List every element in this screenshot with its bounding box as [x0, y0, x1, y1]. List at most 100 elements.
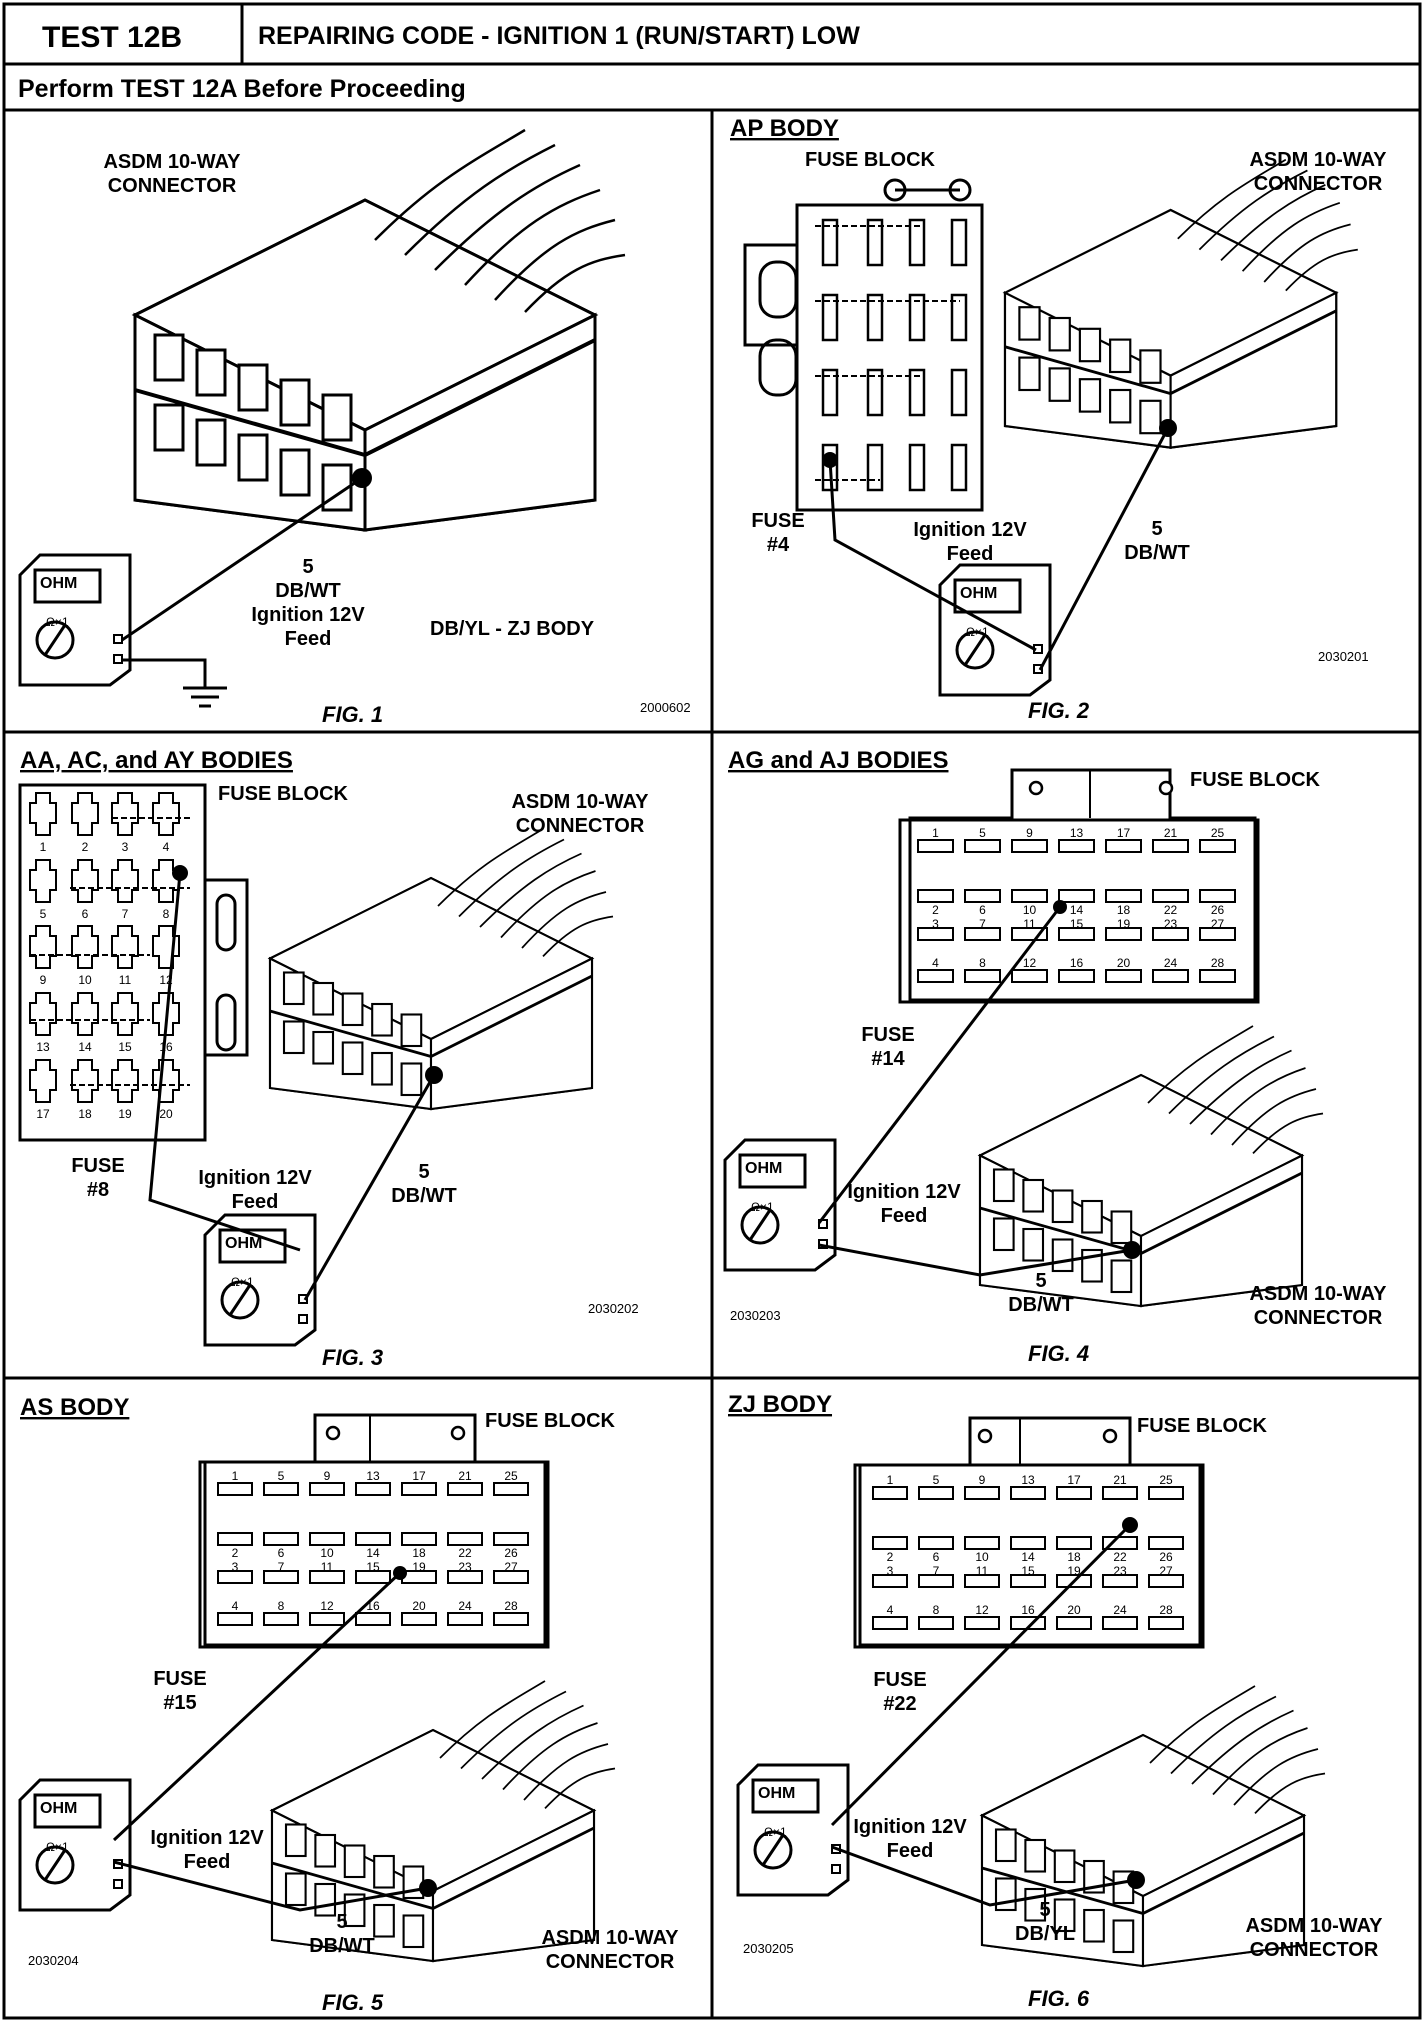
fig-caption: FIG. 6: [1028, 1986, 1090, 2011]
fuse-slot: [917, 927, 954, 941]
wire-color: DB/WT: [275, 580, 341, 602]
page-subtitle: Perform TEST 12A Before Proceeding: [18, 75, 466, 103]
fuse-number: 7: [122, 907, 129, 921]
fuse-slot: [1102, 1486, 1138, 1500]
feed-label-line2: Feed: [887, 1840, 934, 1862]
feed-label-line2: Feed: [184, 1851, 231, 1873]
pin-number: 5: [1039, 1899, 1050, 1921]
test-id: TEST 12B: [42, 21, 182, 54]
fuse-number: 2: [887, 1550, 894, 1564]
fuse-grid: 1234567891011121314151617181920212223242…: [917, 826, 1236, 983]
fuse-slot: [964, 1486, 1000, 1500]
fuse-number: 23: [1164, 917, 1178, 931]
meter-scale-text: Ω×1: [966, 625, 989, 639]
pin-number: 5: [418, 1161, 429, 1183]
fuse-slot: [1058, 969, 1095, 983]
figure-code: 2000602: [640, 700, 691, 715]
asdm-connector-graphic: [268, 827, 615, 1111]
fuse-slot: [1148, 1486, 1184, 1500]
fuse-slot: [1152, 927, 1189, 941]
meter-scale-text: Ω×1: [751, 1200, 774, 1214]
fuse-slot: [872, 1574, 908, 1588]
asdm-connector-graphic: [978, 1024, 1325, 1308]
fuse-block-label: FUSE BLOCK: [1190, 769, 1321, 791]
fuse-slot: [1148, 1616, 1184, 1630]
fuse-slot: [872, 1486, 908, 1500]
fuse-slot: [401, 1532, 437, 1546]
fuse-number: 11: [1023, 917, 1036, 931]
fuse-number: 28: [1159, 1603, 1173, 1617]
figure-code: 2030201: [1318, 649, 1369, 664]
fuse-number: 25: [504, 1469, 518, 1483]
fuse-number: 25: [1159, 1473, 1173, 1487]
fuse-grid: 1234567891011121314151617181920212223242…: [872, 1473, 1184, 1630]
fuse-slot: [1199, 889, 1236, 903]
fuse-slot: [1105, 927, 1142, 941]
asdm-connector-graphic: [1003, 158, 1360, 450]
wire-color: DB/WT: [309, 1935, 375, 1957]
panel-fig-6: ZJ BODY FUSE BLOCK 123456789101112131415…: [728, 1391, 1383, 2011]
fuse-number: 26: [1211, 903, 1225, 917]
fuse-number: 5: [979, 826, 986, 840]
fuse-number: 10: [320, 1546, 334, 1560]
fuse-number: 1: [232, 1469, 239, 1483]
fuse-number: 18: [1117, 903, 1131, 917]
fuse-block-graphic: 1234567891011121314151617181920212223242…: [898, 768, 1260, 1004]
fuse-number: 20: [412, 1599, 426, 1613]
fuse-slot: [917, 889, 954, 903]
fuse-slot: [309, 1570, 345, 1584]
fuse-number: 15: [118, 1040, 132, 1054]
fig-caption: FIG. 4: [1028, 1341, 1089, 1366]
fuse-slot: [964, 969, 1001, 983]
fuse-slot: [1056, 1536, 1092, 1550]
fuse-slot: [217, 1570, 253, 1584]
fuse-block-graphic: 1234567891011121314151617181920212223242…: [198, 1413, 550, 1649]
fuse-slot: [355, 1570, 391, 1584]
fuse-slot: [918, 1616, 954, 1630]
panel-fig-2: AP BODY FUSE BLOCK ASDM 10-WAY CONNE: [730, 115, 1387, 723]
fuse-slot: [1148, 1574, 1184, 1588]
fuse-slot: [1011, 969, 1048, 983]
fuse-number: 6: [82, 907, 89, 921]
asdm-connector-graphic: [270, 1679, 617, 1963]
fuse-number: 10: [78, 973, 92, 987]
zj-body-note: DB/YL - ZJ BODY: [430, 618, 595, 640]
fuse-number: 7: [278, 1560, 285, 1574]
fuse-number: 24: [1113, 1603, 1127, 1617]
fuse-number: 7: [933, 1564, 940, 1578]
connector-label-line2: CONNECTOR: [516, 815, 645, 837]
fuse-number: 4: [163, 840, 170, 854]
figure-code: 2030202: [588, 1301, 639, 1316]
fuse-slot: [872, 1616, 908, 1630]
fuse-slot: [918, 1574, 954, 1588]
meter-scale-text: Ω×1: [46, 1840, 69, 1854]
fuse-label-line2: #14: [871, 1048, 905, 1070]
fuse-number: 5: [933, 1473, 940, 1487]
fuse-number: 8: [163, 907, 170, 921]
connector-label-line2: CONNECTOR: [546, 1951, 675, 1973]
connector-label-line2: CONNECTOR: [1254, 1307, 1383, 1329]
fuse-number: 17: [1117, 826, 1131, 840]
fuse-number: 6: [979, 903, 986, 917]
fuse-slot: [1105, 839, 1142, 853]
fuse-number: 12: [320, 1599, 334, 1613]
feed-label-line1: Ignition 12V: [150, 1827, 264, 1849]
fuse-slot: [964, 1574, 1000, 1588]
fuse-number: 12: [1023, 956, 1037, 970]
meter-display-text: OHM: [745, 1160, 782, 1177]
fuse-number: 14: [1021, 1550, 1035, 1564]
connector-label-line1: ASDM 10-WAY: [1245, 1915, 1383, 1937]
fuse-number: 19: [1067, 1564, 1081, 1578]
fuse-number: 27: [1159, 1564, 1173, 1578]
fuse-number: 11: [976, 1564, 989, 1578]
fuse-slot: [917, 839, 954, 853]
fuse-number: 16: [1070, 956, 1084, 970]
fuse-slot: [263, 1532, 299, 1546]
fuse-number: 26: [504, 1546, 518, 1560]
fuse-slot: [1102, 1574, 1138, 1588]
fuse-number: 17: [36, 1107, 50, 1121]
fuse-number: 20: [159, 1107, 173, 1121]
meter-scale-text: Ω×1: [764, 1825, 787, 1839]
fuse-slot: [217, 1482, 253, 1496]
